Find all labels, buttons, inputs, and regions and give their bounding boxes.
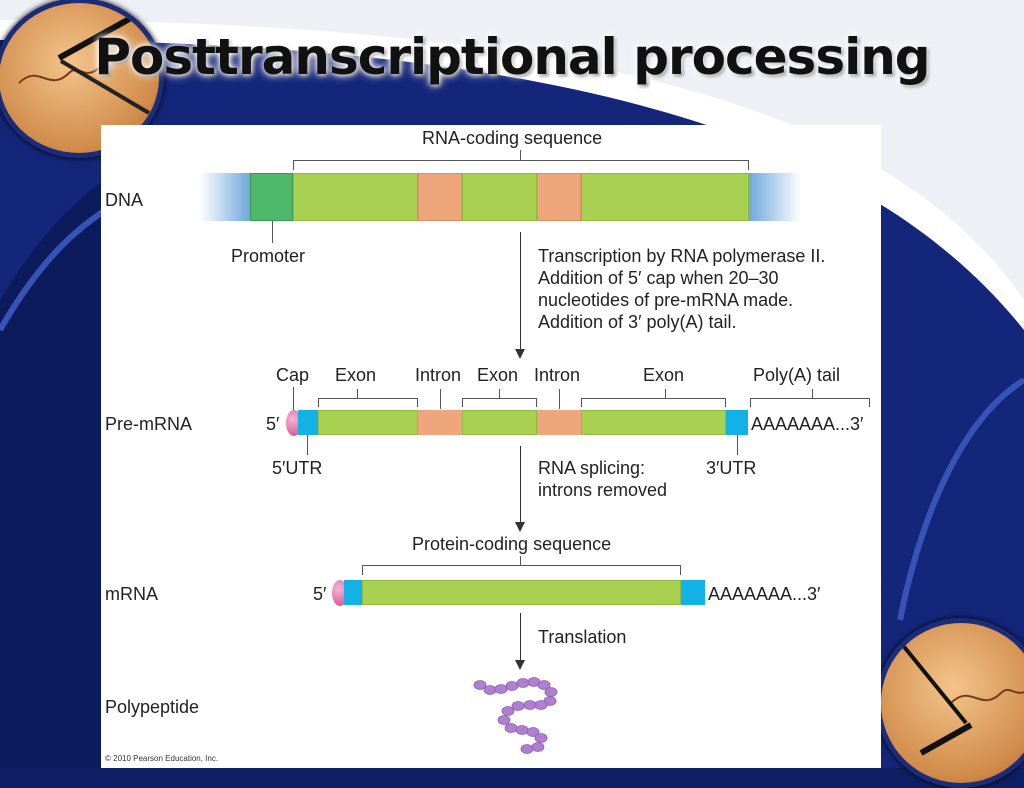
pre-mrna-intron-2 (537, 410, 581, 435)
utr3-pointer (737, 435, 738, 455)
mrna-utr-5 (344, 580, 362, 605)
pre-mrna-utr-5 (298, 410, 318, 435)
exon-2-tick (499, 389, 500, 398)
cap-label: Cap (276, 365, 310, 385)
poly-a-tail-label: Poly(A) tail (753, 365, 841, 385)
pre-mrna-exon-2 (462, 410, 537, 435)
splicing-note-line-1: RNA splicing: (538, 458, 646, 478)
slide-title: Posttranscriptional processing (94, 28, 930, 86)
utr5-label: 5′UTR (272, 458, 323, 478)
promoter-pointer (272, 221, 273, 243)
dna-intron-1 (418, 173, 462, 221)
exon-label-2: Exon (477, 365, 519, 385)
intron-label-1: Intron (415, 365, 462, 385)
exon-3-bracket (581, 398, 726, 407)
mrna-five-prime: 5′ (313, 584, 327, 604)
dna-intron-2 (537, 173, 581, 221)
row-label-pre-mrna: Pre-mRNA (105, 414, 193, 434)
row-label-dna: DNA (105, 190, 144, 210)
row-label-polypeptide: Polypeptide (105, 697, 200, 717)
exon-2-bracket (462, 398, 537, 407)
quill-pen-icon (899, 641, 1024, 756)
intron-1-pointer (440, 389, 441, 409)
pre-mrna-intron-1 (418, 410, 462, 435)
pre-mrna-poly-a-sequence: AAAAAAA...3′ (751, 414, 864, 434)
splicing-arrow (515, 446, 525, 532)
transcription-note-line-2: Addition of 5′ cap when 20–30 (538, 268, 779, 288)
exon-1-tick (357, 389, 358, 398)
transcription-note-line-4: Addition of 3′ poly(A) tail. (538, 312, 737, 332)
utr3-label: 3′UTR (706, 458, 757, 478)
polypeptide-chain (473, 677, 558, 754)
protein-coding-bracket (362, 565, 681, 575)
mrna-poly-a-sequence: AAAAAAA...3′ (708, 584, 821, 604)
intron-2-pointer (559, 389, 560, 409)
exon-label-1: Exon (335, 365, 377, 385)
intron-label-2: Intron (534, 365, 581, 385)
poly-a-tick (812, 389, 813, 398)
exon-label-3: Exon (643, 365, 685, 385)
protein-coding-tick (520, 556, 521, 565)
splicing-note-line-2: introns removed (538, 480, 668, 500)
dna-exon-2 (462, 173, 537, 221)
dna-promoter (250, 173, 293, 221)
utr5-pointer (307, 435, 308, 455)
rna-coding-tick (520, 150, 521, 160)
dna-exon-1 (293, 173, 418, 221)
pre-mrna-five-prime: 5′ (266, 414, 280, 434)
row-label-mrna: mRNA (105, 584, 158, 604)
dna-flank-right (749, 173, 801, 221)
pre-mrna-exon-1 (318, 410, 418, 435)
exon-3-tick (665, 389, 666, 398)
poly-a-bracket (750, 398, 870, 407)
mrna-coding-region (362, 580, 681, 605)
transcription-note-line-3: nucleotides of pre-mRNA made. (538, 290, 794, 310)
pre-mrna-exon-3 (581, 410, 726, 435)
copyright-notice: © 2010 Pearson Education, Inc. (105, 754, 219, 763)
cap-pointer (293, 387, 294, 410)
exon-1-bracket (318, 398, 418, 407)
rna-coding-label: RNA-coding sequence (422, 128, 603, 148)
rna-coding-bracket (293, 160, 749, 170)
mrna-utr-3 (681, 580, 705, 605)
protein-coding-label: Protein-coding sequence (412, 534, 612, 554)
pre-mrna-utr-3 (726, 410, 748, 435)
translation-arrow (515, 613, 525, 670)
dna-exon-3 (581, 173, 749, 221)
diagram-panel (101, 125, 881, 768)
transcription-arrow (515, 232, 525, 359)
transcription-note-line-1: Transcription by RNA polymerase II. (538, 246, 826, 266)
translation-label: Translation (538, 627, 627, 647)
promoter-label: Promoter (231, 246, 306, 266)
dna-flank-left (200, 173, 250, 221)
